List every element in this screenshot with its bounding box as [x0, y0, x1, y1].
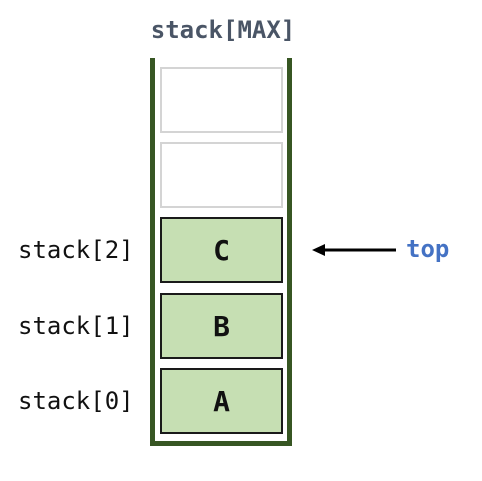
- top-pointer-arrow-icon: [312, 244, 396, 256]
- index-label-1: stack[1]: [18, 312, 134, 340]
- stack-container-right-wall: [287, 58, 292, 446]
- index-label-2: stack[2]: [18, 236, 134, 264]
- stack-slot-empty: [160, 142, 283, 208]
- stack-slot-empty: [160, 67, 283, 133]
- stack-title: stack[MAX]: [150, 16, 296, 44]
- stack-slot-0: A: [160, 368, 283, 434]
- stack-slot-2: C: [160, 217, 283, 283]
- top-pointer-label: top: [406, 235, 450, 263]
- stack-container-bottom-wall: [150, 441, 292, 446]
- stack-slot-1: B: [160, 293, 283, 359]
- index-label-0: stack[0]: [18, 387, 134, 415]
- stack-container-left-wall: [150, 58, 155, 446]
